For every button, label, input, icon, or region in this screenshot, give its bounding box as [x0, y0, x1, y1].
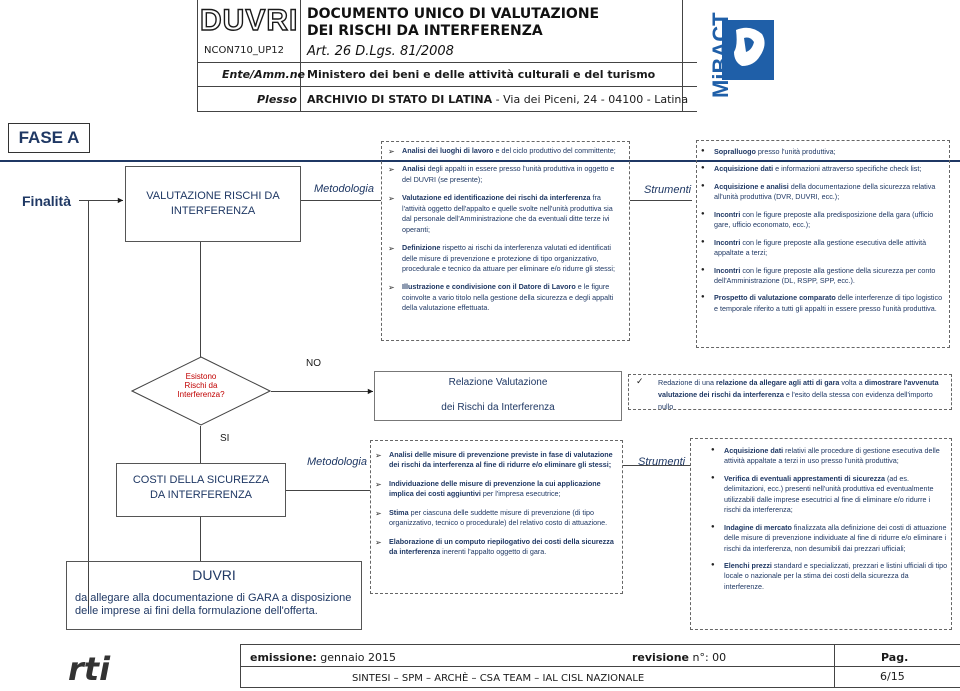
metodologia-bottom-label: Metodologia — [307, 456, 367, 468]
metodologia-bottom-list: Analisi delle misure di prevenzione prev… — [375, 450, 619, 566]
duvri-box: DUVRI da allegare alla documentazione di… — [66, 561, 362, 630]
rti-logo: rti — [68, 650, 138, 691]
page-label: Pag. — [881, 651, 909, 664]
revisione: revisione n°: 00 — [632, 651, 727, 664]
no-label: NO — [306, 358, 321, 369]
decision-diamond: Esistono Rischi da Interferenza? — [130, 356, 272, 426]
list-item: Acquisizione dati e informazioni attrave… — [700, 164, 946, 174]
mibact-logo: MiBACT — [684, 0, 780, 112]
list-item: Acquisizione dati relativi alle procedur… — [710, 446, 948, 467]
document-code: NCON710_UP12 — [204, 45, 284, 56]
list-item: Individuazione delle misure di prevenzio… — [375, 479, 619, 500]
costi-box: COSTI DELLA SICUREZZA DA INTERFERENZA — [116, 463, 286, 517]
law-reference: Art. 26 D.Lgs. 81/2008 — [307, 44, 454, 59]
svg-text:MiBACT: MiBACT — [708, 12, 733, 98]
strumenti-bottom-label: Strumenti — [638, 456, 686, 468]
svg-text:rti: rti — [68, 650, 111, 686]
ente-value: Ministero dei beni e delle attività cult… — [307, 68, 656, 81]
duvri-logo: DUVRI — [199, 3, 299, 37]
metodologia-top-box — [381, 141, 630, 341]
emissione: emissione: gennaio 2015 — [250, 651, 397, 664]
fase-box: FASE A — [8, 123, 90, 153]
list-item: Sopralluogo presso l'unità produttiva; — [700, 147, 946, 157]
list-item: Incontri con le figure preposte alla ges… — [700, 266, 946, 287]
strumenti-top-label: Strumenti — [644, 184, 692, 196]
footer-partners: SINTESI – SPM – ARCHÈ – CSA TEAM – IAL C… — [352, 673, 645, 684]
list-item: Indagine di mercato finalizzata alla def… — [710, 523, 948, 554]
list-item: Prospetto di valutazione comparato delle… — [700, 293, 946, 314]
list-item: Analisi delle misure di prevenzione prev… — [375, 450, 619, 471]
list-item: Illustrazione e condivisione con il Dato… — [388, 282, 624, 313]
strumenti-bottom-box — [690, 438, 952, 630]
list-item: Valutazione ed identificazione dei risch… — [388, 193, 624, 235]
list-item: Incontri con le figure preposte alla pre… — [700, 210, 946, 231]
relazione-box: Relazione Valutazione dei Rischi da Inte… — [374, 371, 622, 421]
strumenti-bottom-list: Acquisizione dati relativi alle procedur… — [710, 446, 948, 599]
relazione-note: Redazione di una relazione da allegare a… — [658, 378, 939, 411]
valutazione-box: VALUTAZIONE RISCHI DA INTERFERENZA — [125, 166, 301, 242]
strumenti-top-list: Sopralluogo presso l'unità produttiva; Ac… — [700, 147, 946, 321]
si-label: SI — [220, 433, 230, 444]
list-item: Elaborazione di un computo riepilogativo… — [375, 537, 619, 558]
relazione-note-box — [628, 374, 952, 410]
metodologia-top-list: Analisi dei luoghi di lavoro e del ciclo… — [388, 146, 624, 322]
page-number: 6/15 — [880, 670, 905, 683]
list-item: Incontri con le figure preposte alla ges… — [700, 238, 946, 259]
list-item: Stima per ciascuna delle suddette misure… — [375, 508, 619, 529]
metodologia-bottom-box — [370, 440, 623, 594]
list-item: Definizione rispetto ai rischi da interf… — [388, 243, 624, 274]
document-title: DOCUMENTO UNICO DI VALUTAZIONE DEI RISCH… — [307, 6, 600, 39]
plesso-label: Plesso — [257, 93, 297, 106]
list-item: Verifica di eventuali apprestamenti di s… — [710, 474, 948, 516]
strumenti-top-box — [696, 140, 950, 348]
list-item: Elenchi prezzi standard e specializzati,… — [710, 561, 948, 592]
metodologia-top-label: Metodologia — [314, 183, 374, 195]
plesso-value: ARCHIVIO DI STATO DI LATINA - Via dei Pi… — [307, 93, 689, 106]
list-item: Analisi degli appalti in essere presso l… — [388, 164, 624, 185]
check-icon: ✓ — [636, 376, 644, 386]
ente-label: Ente/Amm.ne — [222, 68, 305, 81]
finalita-label: Finalità — [22, 193, 72, 209]
list-item: Analisi dei luoghi di lavoro e del ciclo… — [388, 146, 624, 158]
list-item: Acquisizione e analisi della documentazi… — [700, 182, 946, 203]
